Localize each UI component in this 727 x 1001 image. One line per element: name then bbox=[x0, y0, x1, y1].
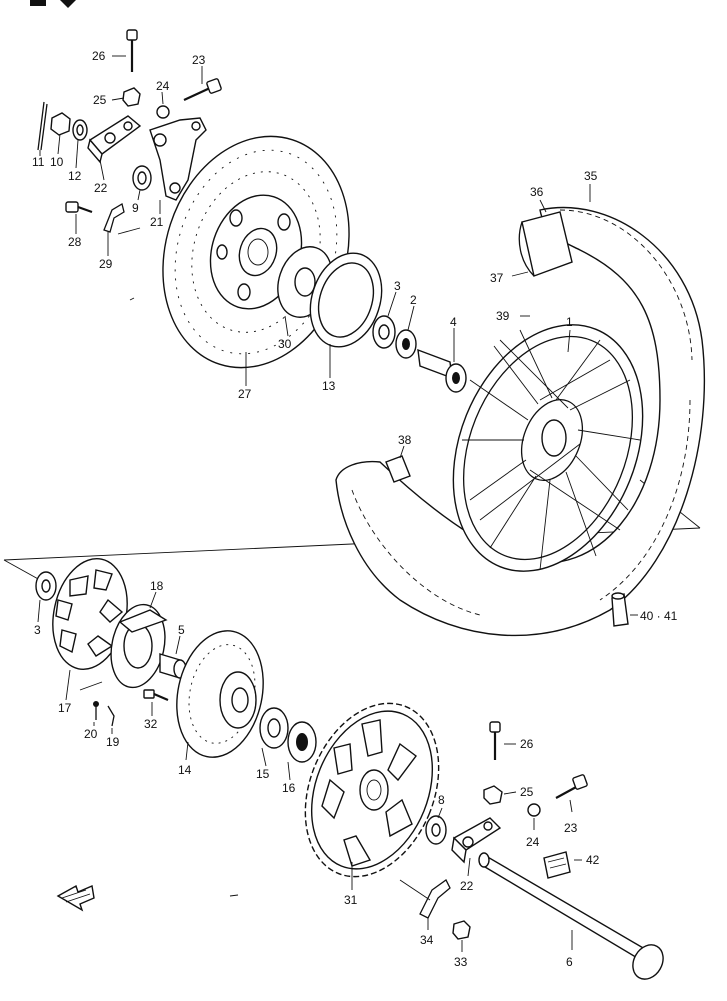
label-20: 20 bbox=[84, 727, 98, 741]
label-42: 42 bbox=[586, 853, 600, 867]
label-21: 21 bbox=[150, 215, 164, 229]
label-23-lower: 23 bbox=[564, 821, 578, 835]
label-28: 28 bbox=[68, 235, 82, 249]
label-36: 36 bbox=[530, 185, 544, 199]
part-14-rear-disc bbox=[176, 630, 264, 758]
part-15-bearing bbox=[259, 707, 289, 749]
part-38-tube bbox=[385, 455, 411, 483]
part-31-sprocket bbox=[304, 702, 440, 878]
part-21-bracket bbox=[149, 117, 207, 201]
label-5: 5 bbox=[178, 623, 185, 637]
part-26-bolt bbox=[126, 29, 138, 72]
part-2-spacer bbox=[395, 329, 417, 359]
label-22: 22 bbox=[94, 181, 108, 195]
label-37: 37 bbox=[490, 271, 504, 285]
label-33: 33 bbox=[454, 955, 468, 969]
label-19: 19 bbox=[106, 735, 120, 749]
part-36-rim-band bbox=[518, 211, 573, 277]
part-33-nut bbox=[452, 920, 471, 940]
label-8: 8 bbox=[438, 793, 445, 807]
callout-labels: 26 23 24 25 11 10 12 22 9 21 28 29 36 35… bbox=[32, 49, 678, 969]
part-16-seal bbox=[287, 721, 317, 763]
part-9-spacer bbox=[132, 165, 152, 191]
label-22-lower: 22 bbox=[460, 879, 474, 893]
label-26-lower: 26 bbox=[520, 737, 534, 751]
label-24: 24 bbox=[156, 79, 170, 93]
part-4-spacer bbox=[417, 348, 467, 393]
part-13-seal bbox=[309, 252, 383, 348]
part-26-bolt-lower bbox=[489, 721, 501, 760]
part-10-nut bbox=[50, 112, 71, 136]
part-25-nut-lower bbox=[483, 785, 503, 805]
part-24-nut bbox=[156, 105, 170, 119]
label-4: 4 bbox=[450, 315, 457, 329]
label-30: 30 bbox=[278, 337, 292, 351]
part-29-clip bbox=[103, 202, 125, 233]
label-31: 31 bbox=[344, 893, 358, 907]
part-6-axle bbox=[478, 852, 664, 980]
label-12: 12 bbox=[68, 169, 82, 183]
part-11-pin bbox=[37, 101, 45, 151]
label-35: 35 bbox=[584, 169, 598, 183]
part-8-spacer bbox=[425, 815, 447, 845]
label-23: 23 bbox=[192, 53, 206, 67]
part-40-41-valve-cap bbox=[611, 592, 629, 627]
part-22-adjuster-lower bbox=[451, 817, 502, 864]
front-arrow-icon bbox=[56, 884, 95, 912]
label-26: 26 bbox=[92, 49, 106, 63]
part-3-bearing bbox=[372, 315, 396, 349]
part-42-plate bbox=[543, 851, 571, 879]
label-27: 27 bbox=[238, 387, 252, 401]
part-25-nut bbox=[122, 87, 141, 107]
label-15: 15 bbox=[256, 767, 270, 781]
label-18: 18 bbox=[150, 579, 164, 593]
part-20-bolt bbox=[93, 701, 99, 720]
label-25-lower: 25 bbox=[520, 785, 534, 799]
label-11: 11 bbox=[32, 155, 45, 169]
label-1: 1 bbox=[566, 315, 573, 329]
label-29: 29 bbox=[99, 257, 113, 271]
label-34: 34 bbox=[420, 933, 434, 947]
part-18-hub bbox=[110, 603, 168, 689]
part-34-clip bbox=[419, 879, 451, 919]
label-38: 38 bbox=[398, 433, 412, 447]
top-arrow-icon bbox=[30, 0, 76, 8]
label-25: 25 bbox=[93, 93, 107, 107]
part-24-nut-lower bbox=[527, 803, 541, 817]
part-22-adjuster bbox=[87, 115, 142, 164]
label-40-41: 40 · 41 bbox=[640, 609, 678, 623]
part-23-bolt bbox=[183, 78, 222, 101]
label-10: 10 bbox=[50, 155, 64, 169]
part-35-tire bbox=[335, 206, 706, 637]
label-3: 3 bbox=[394, 279, 401, 293]
label-32: 32 bbox=[144, 717, 158, 731]
part-23-bolt-lower bbox=[555, 774, 588, 799]
part-28-bolt bbox=[65, 201, 93, 214]
label-9: 9 bbox=[132, 201, 139, 215]
label-39: 39 bbox=[496, 309, 510, 323]
part-19-clip bbox=[107, 705, 115, 727]
label-2: 2 bbox=[410, 293, 417, 307]
part-1-wheel-rim bbox=[452, 324, 644, 572]
label-6: 6 bbox=[566, 955, 573, 969]
label-24-lower: 24 bbox=[526, 835, 540, 849]
part-3-bearing-lower bbox=[35, 571, 57, 601]
part-32-bolt bbox=[143, 689, 169, 702]
label-3-lower: 3 bbox=[34, 623, 41, 637]
label-13: 13 bbox=[322, 379, 336, 393]
label-17: 17 bbox=[58, 701, 72, 715]
label-16: 16 bbox=[282, 781, 296, 795]
label-14: 14 bbox=[178, 763, 192, 777]
